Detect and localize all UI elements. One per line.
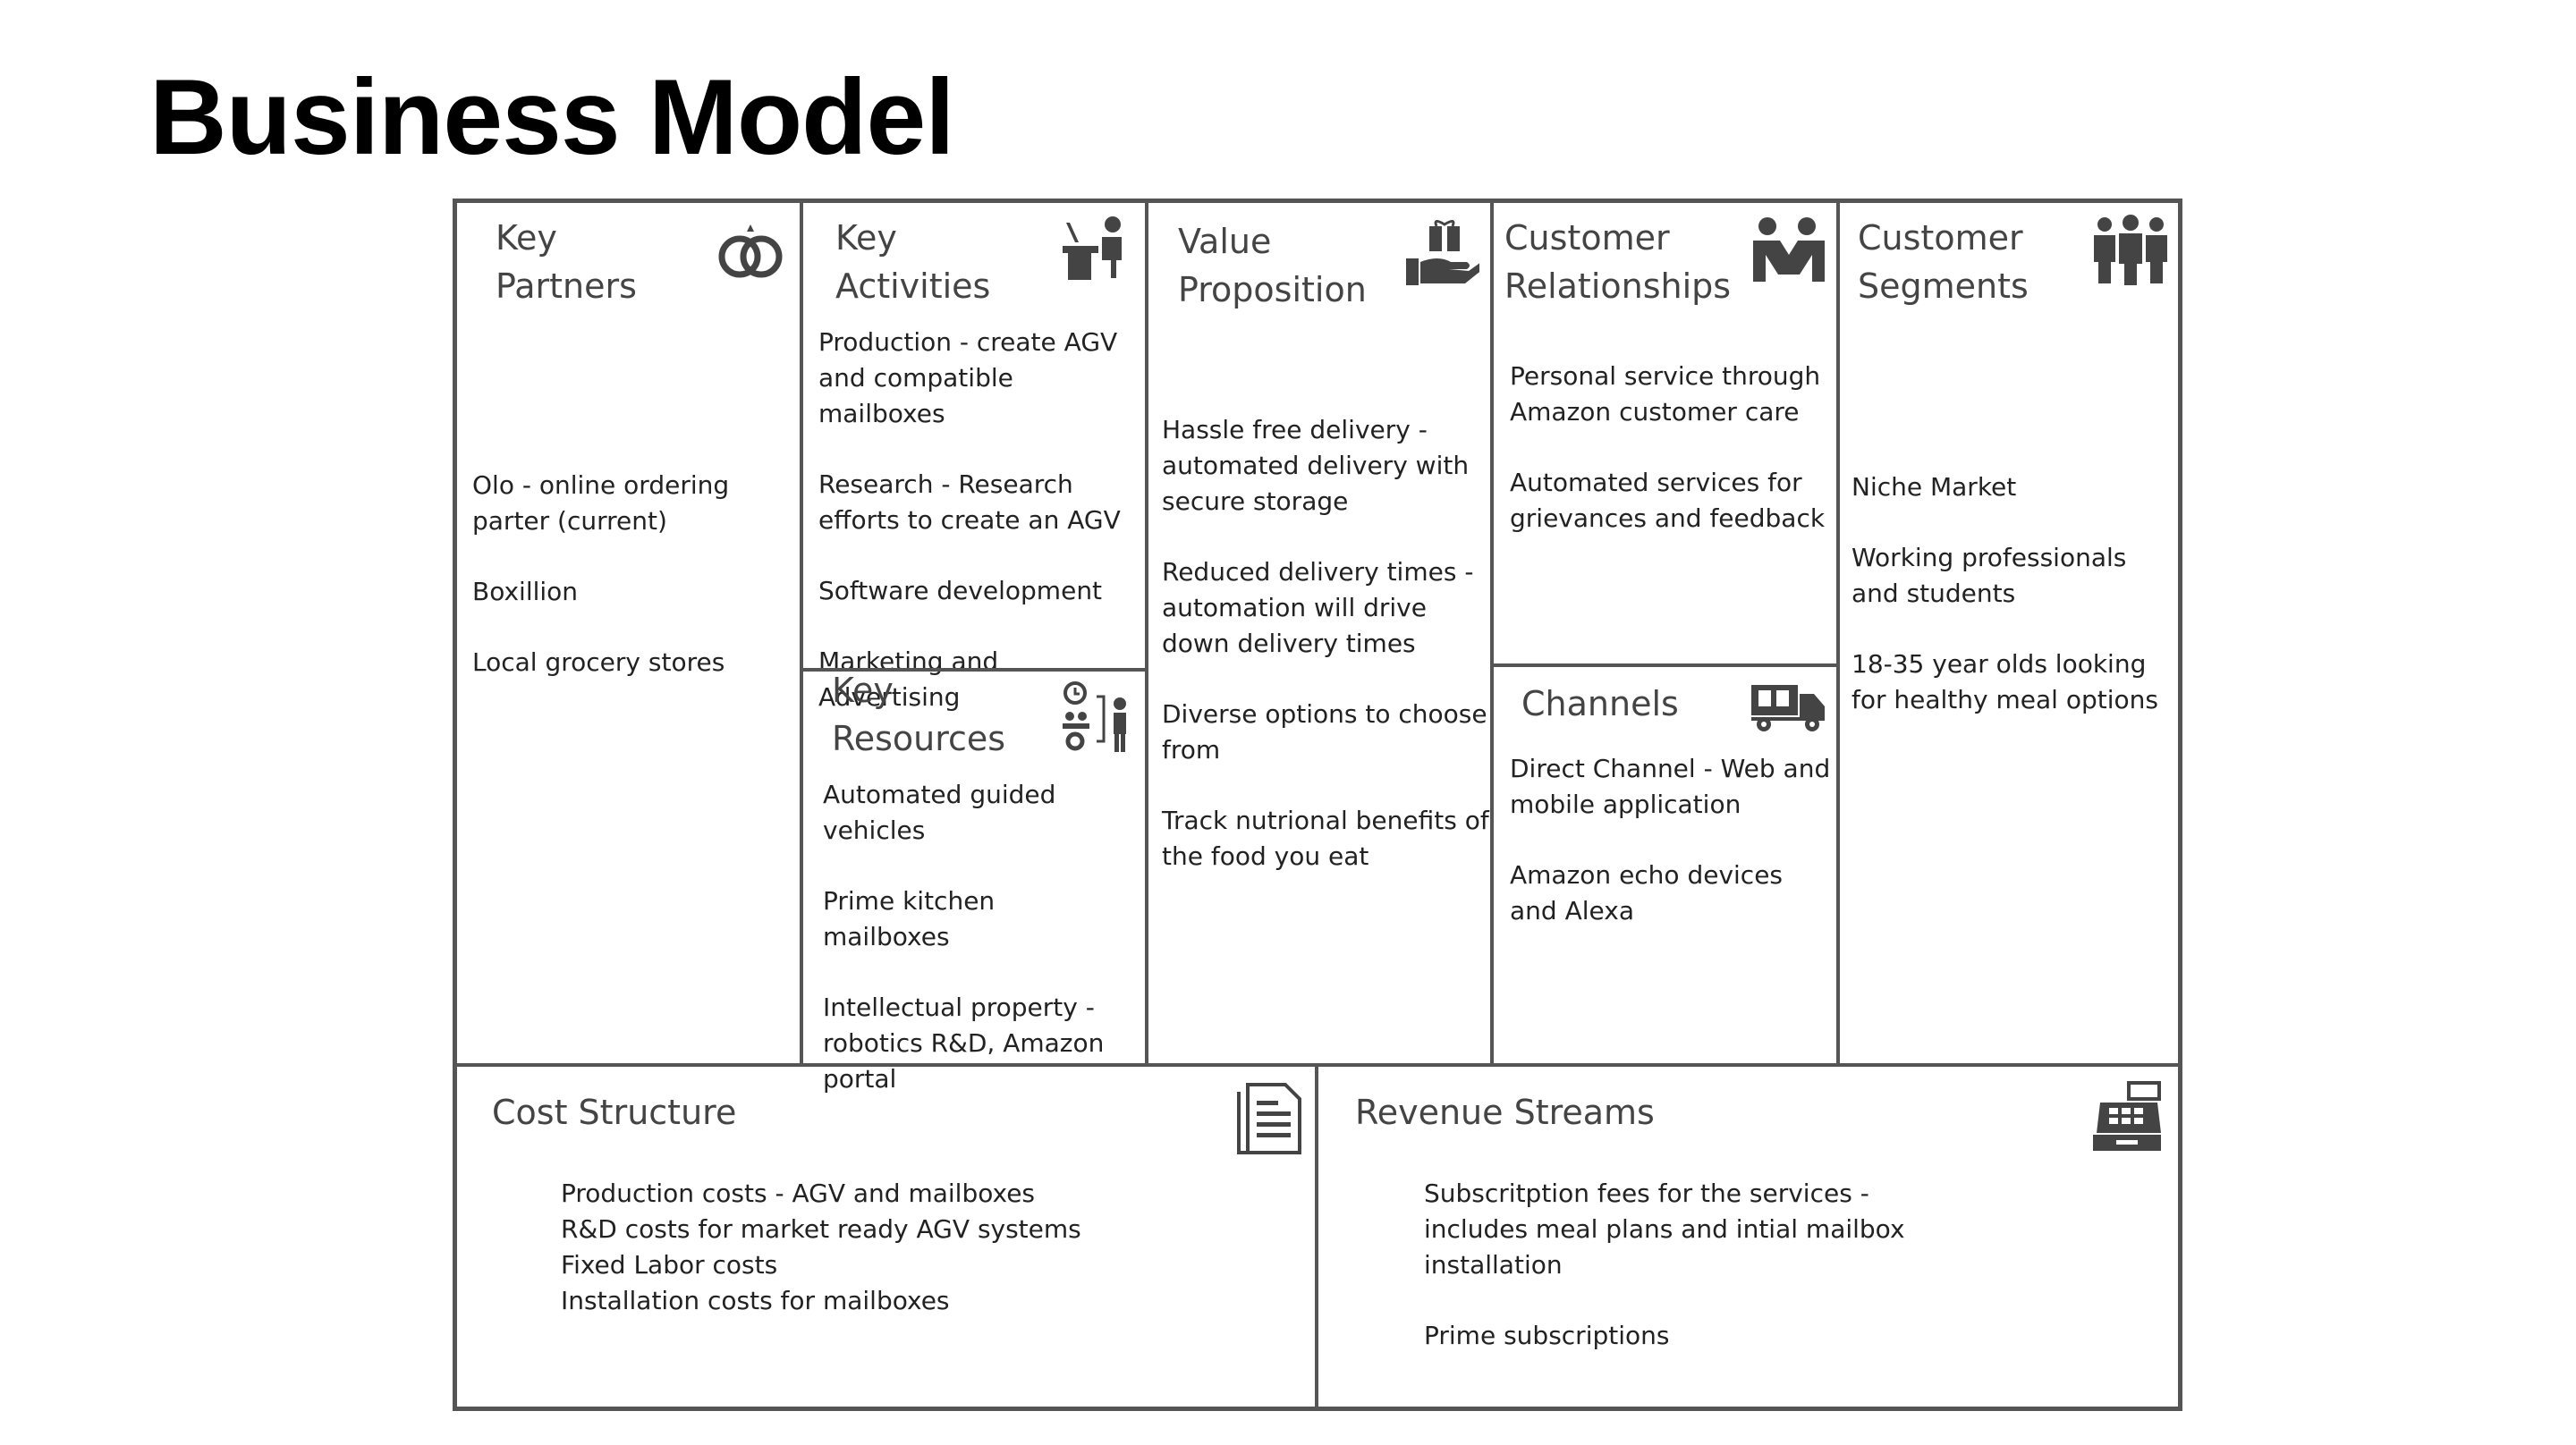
page-title: Business Model — [149, 57, 955, 177]
list-item: Hassle free delivery - automated deliver… — [1162, 415, 1470, 516]
two-people-icon — [1750, 212, 1826, 289]
list-item: Automated services for grievances and fe… — [1510, 468, 1826, 533]
list-item: Track nutrional benefits of the food you… — [1162, 806, 1489, 871]
list-item: Olo - online ordering parter (current) — [472, 470, 730, 536]
channels-block: Channels Direct Channel - Web and mobile… — [1494, 663, 1840, 1063]
list-item: Local grocery stores — [472, 647, 725, 677]
channels-list: Direct Channel - Web and mobile applicat… — [1510, 751, 1832, 964]
revenue-streams-heading: Revenue Streams — [1355, 1093, 1655, 1132]
list-item: Fixed Labor costs — [561, 1250, 778, 1280]
list-item: Diverse options to choose from — [1162, 699, 1487, 765]
group-of-people-icon — [2092, 212, 2169, 289]
list-item: Niche Market — [1852, 472, 2017, 502]
key-resources-list: Automated guided vehicles Prime kitchen … — [823, 777, 1127, 1132]
rings-icon — [711, 214, 788, 291]
cost-structure-block: Cost Structure Production costs - AGV an… — [457, 1063, 1318, 1407]
list-item: Intellectual property - robotics R&D, Am… — [823, 993, 1105, 1094]
revenue-streams-block: Revenue Streams Subscritption fees for t… — [1318, 1063, 2178, 1407]
document-icon — [1232, 1079, 1309, 1156]
list-item: Prime kitchen mailboxes — [823, 886, 996, 951]
worker-at-desk-icon — [1057, 212, 1134, 289]
list-item: Prime subscriptions — [1424, 1321, 1670, 1350]
key-partners-list: Olo - online ordering parter (current) B… — [472, 468, 785, 715]
gift-hand-icon — [1402, 214, 1479, 291]
list-item: Automated guided vehicles — [823, 780, 1056, 845]
cost-structure-heading: Cost Structure — [492, 1093, 737, 1132]
list-item: Installation costs for mailboxes — [561, 1286, 950, 1315]
list-item: Subscritption fees for the services - in… — [1424, 1179, 1905, 1280]
list-item: Research - Research efforts to create an… — [818, 469, 1121, 535]
list-item: Reduced delivery times - automation will… — [1162, 557, 1474, 658]
list-item: Software development — [818, 576, 1103, 605]
list-item: Direct Channel - Web and mobile applicat… — [1510, 754, 1831, 819]
cash-register-icon — [2088, 1077, 2165, 1154]
list-item: Amazon echo devices and Alexa — [1510, 860, 1784, 925]
customer-segments-list: Niche Market Working professionals and s… — [1852, 469, 2174, 753]
list-item: 18-35 year olds looking for healthy meal… — [1852, 649, 2158, 714]
channels-heading: Channels — [1521, 684, 1679, 723]
value-proposition-list: Hassle free delivery - automated deliver… — [1162, 412, 1489, 909]
list-item: Production costs - AGV and mailboxes — [561, 1179, 1036, 1208]
list-item: Production - create AGV and compatible m… — [818, 327, 1118, 428]
resources-icon — [1057, 679, 1134, 756]
list-item: Personal service through Amazon customer… — [1510, 361, 1821, 427]
revenue-streams-list: Subscritption fees for the services - in… — [1424, 1176, 1979, 1389]
key-activities-list: Production - create AGV and compatible m… — [818, 325, 1142, 750]
delivery-truck-icon — [1750, 667, 1826, 744]
list-item: Boxillion — [472, 577, 579, 606]
cost-structure-list: Production costs - AGV and mailboxes R&D… — [561, 1176, 1187, 1319]
list-item: Working professionals and students — [1852, 543, 2127, 608]
customer-relationships-list: Personal service through Amazon customer… — [1510, 359, 1832, 571]
list-item: R&D costs for market ready AGV systems — [561, 1214, 1081, 1244]
